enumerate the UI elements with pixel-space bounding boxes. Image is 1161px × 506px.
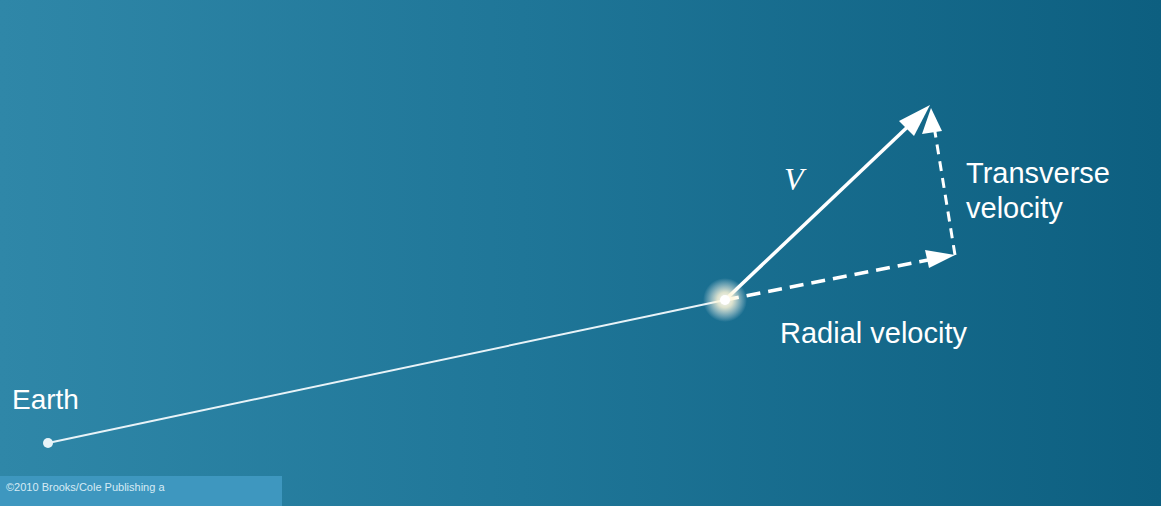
velocity-symbol: V <box>784 160 804 198</box>
sight-line <box>48 300 725 443</box>
radial-label: Radial velocity <box>780 316 967 351</box>
transverse-label: Transverse velocity <box>966 156 1156 226</box>
radial-arrow <box>725 258 938 300</box>
arrowhead <box>925 250 955 268</box>
velocity-arrow <box>725 117 918 300</box>
watermark: ©2010 Brooks/Cole Publishing a <box>0 476 282 506</box>
earth-label: Earth <box>12 383 79 417</box>
star-glow <box>703 278 747 322</box>
star <box>720 295 730 305</box>
earth-dot <box>43 438 53 448</box>
transverse-arrow <box>934 126 955 255</box>
arrowhead <box>922 108 942 134</box>
